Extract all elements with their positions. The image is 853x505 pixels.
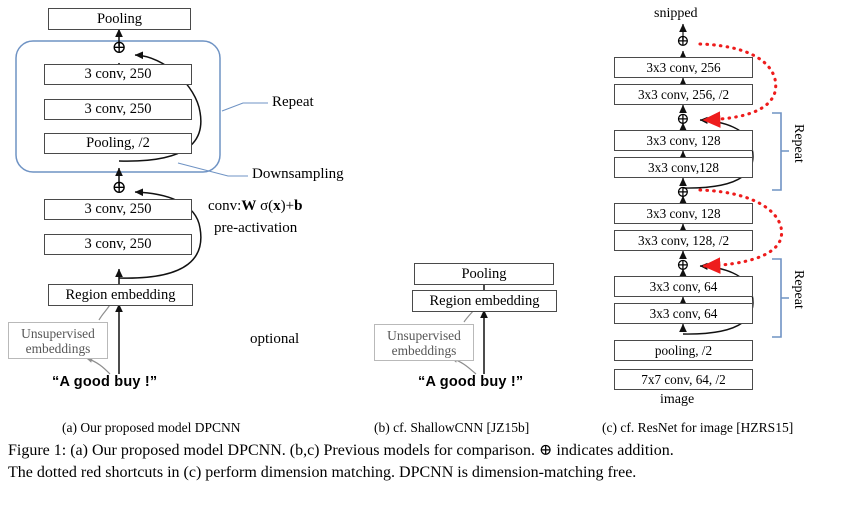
bracket-repeat-c-lower [772,258,789,338]
panel-c-adder-3: ⊕ [675,112,691,128]
subcaption-a: (a) Our proposed model DPCNN [62,420,241,435]
panel-c-conv-64-b: 3x3 conv, 64 [614,303,753,324]
panel-a-downsampling-label: Downsampling [252,166,344,182]
adder-glyph: ⊕ [676,111,690,128]
subcaption-b: (b) cf. ShallowCNN [JZ15b] [374,420,530,435]
figure-caption-line1: Figure 1: (a) Our proposed model DPCNN. … [8,442,674,459]
block-label: 3 conv, 250 [84,236,152,253]
panel-c-repeat-label-upper: Repeat [791,124,806,163]
panel-a-optional-label: optional [250,331,300,347]
unsupervised-line2: embeddings [25,340,91,356]
panel-c-adder-2: ⊕ [675,185,691,201]
block-label: Region embedding [429,292,540,309]
leader-repeat-a [221,102,268,112]
unsupervised-line1: Unsupervised [21,325,95,341]
block-label: Pooling, /2 [86,135,150,152]
shortcut-c-red-mid [698,188,784,274]
panel-b-pooling: Pooling [414,263,554,285]
panel-c-conv-128-b: 3x3 conv,128 [614,157,753,178]
adder-glyph: ⊕ [676,257,690,274]
panel-c-conv-7x7-64: 7x7 conv, 64, /2 [614,369,753,390]
block-label: 3 conv, 250 [84,101,152,118]
grey-arrow-emb-lower-a [85,357,111,375]
panel-a-repeat-label: Repeat [272,94,314,110]
panel-c-bottom-label: image [660,392,695,407]
leader-downsampling-a [177,162,248,177]
block-label: 3x3 conv, 256, /2 [637,86,730,102]
panel-a-adder-top: ⊕ [110,38,128,56]
panel-a-conv-3-250-lower: 3 conv, 250 [44,199,192,220]
block-label: 3x3 conv, 128 [646,205,721,221]
panel-a-conv-3-250-lower2: 3 conv, 250 [44,234,192,255]
adder-glyph: ⊕ [111,177,127,197]
bracket-repeat-c-upper [772,112,789,191]
block-label: 3x3 conv, 64 [649,278,718,294]
block-label: 3x3 conv, 64 [649,305,718,321]
panel-a-unsupervised-embeddings: Unsupervised embeddings [8,322,108,359]
adder-glyph: ⊕ [676,184,690,201]
panel-c-conv-128-half: 3x3 conv, 128, /2 [614,230,753,251]
block-label: 3x3 conv, 256 [646,59,721,75]
panel-b-unsupervised-embeddings: Unsupervised embeddings [374,324,474,361]
adder-glyph: ⊕ [111,37,127,57]
panel-c-conv-256: 3x3 conv, 256 [614,57,753,78]
panel-c-pooling-half: pooling, /2 [614,340,753,361]
unsupervised-line1: Unsupervised [387,327,461,343]
block-label: 3 conv, 250 [84,66,152,83]
panel-c-conv-256-half: 3x3 conv, 256, /2 [614,84,753,105]
panel-a-input-text: “A good buy !” [52,374,158,390]
panel-b-region-embedding: Region embedding [412,290,557,312]
block-label: 3x3 conv, 128 [646,132,721,148]
panel-a-region-embedding: Region embedding [48,284,193,306]
panel-c-conv-128-c: 3x3 conv, 128 [614,203,753,224]
block-label: 3x3 conv, 128, /2 [637,232,730,248]
panel-a-conv-formula-line1: conv:W σ(x)+b [208,198,303,214]
block-label: Region embedding [65,286,176,303]
panel-c-repeat-label-lower: Repeat [791,270,806,309]
panel-a-conv-3-250-upper: 3 conv, 250 [44,64,192,85]
block-label: Pooling [461,265,507,282]
adder-glyph: ⊕ [676,33,690,50]
panel-c-adder-1: ⊕ [675,258,691,274]
panel-a-pooling-top: Pooling [48,8,191,30]
panel-c-top-label: snipped [654,6,698,21]
panel-a-conv-formula-line2: pre-activation [214,220,298,236]
figure-caption-line2: The dotted red shortcuts in (c) perform … [8,464,637,481]
panel-b-input-text: “A good buy !” [418,374,524,390]
shortcut-c-red-top [698,42,778,128]
panel-a-adder-lower: ⊕ [110,178,128,196]
block-label: 3x3 conv,128 [648,159,719,175]
block-label: 3 conv, 250 [84,201,152,218]
panel-a-conv-3-250-upper2: 3 conv, 250 [44,99,192,120]
block-label: pooling, /2 [654,342,713,358]
unsupervised-line2: embeddings [391,342,457,358]
panel-c-conv-128-a: 3x3 conv, 128 [614,130,753,151]
block-label: 7x7 conv, 64, /2 [641,371,726,387]
panel-c-adder-4: ⊕ [675,34,691,50]
panel-a-pooling-half: Pooling, /2 [44,133,192,154]
subcaption-c: (c) cf. ResNet for image [HZRS15] [602,420,794,435]
panel-c-conv-64-a: 3x3 conv, 64 [614,276,753,297]
block-label: Pooling [96,10,143,27]
